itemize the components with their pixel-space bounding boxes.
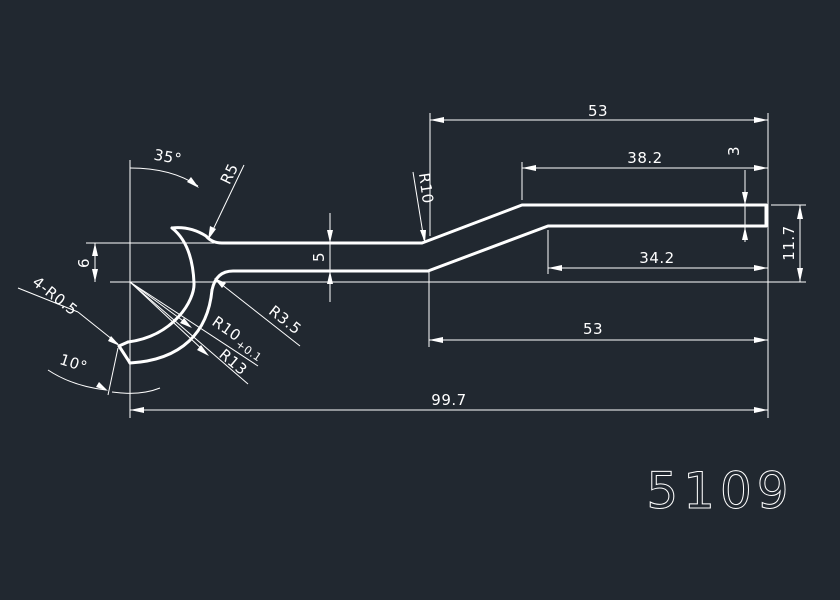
dimension-38-2 — [522, 165, 768, 171]
dim-r3-5-text: R3.5 — [265, 302, 305, 339]
profile-left-end — [117, 340, 132, 365]
leader-r10-upper — [412, 171, 426, 243]
dim-35-text: 35° — [152, 146, 183, 169]
dimension-99-7 — [130, 407, 768, 413]
dimension-6 — [92, 243, 98, 282]
dimension-5 — [327, 213, 333, 302]
part-number: 5109 — [646, 462, 793, 520]
dim-5-text: 5 — [310, 252, 328, 262]
dim-r10-upper-text: R10 — [415, 172, 437, 205]
dimension-3 — [742, 170, 748, 242]
dimension-11-7 — [797, 205, 803, 282]
profile-upper-edge — [170, 203, 768, 245]
dim-53-bottom-text: 53 — [583, 320, 603, 338]
leader-r5 — [208, 164, 245, 240]
leader-radials — [129, 281, 259, 385]
angle-35 — [129, 167, 199, 188]
dim-99-7-text: 99.7 — [431, 391, 466, 409]
profile-outer-arc — [128, 288, 214, 365]
dimension-53-bottom — [429, 337, 768, 343]
dim-r5-text: R5 — [217, 160, 242, 187]
dim-r0-5-text: 4-R0.5 — [29, 273, 81, 319]
dimension-34-2 — [548, 265, 768, 271]
dim-34-2-text: 34.2 — [639, 249, 674, 267]
leader-r3-5 — [214, 278, 301, 347]
profile-lower-edge — [210, 224, 768, 292]
dim-53-top-text: 53 — [588, 102, 608, 120]
dim-3-text: 3 — [725, 146, 743, 156]
dim-10-text: 10° — [57, 350, 89, 376]
dim-6-text: 6 — [75, 258, 93, 268]
angle-10 — [47, 347, 161, 396]
dim-11-7-text: 11.7 — [780, 225, 798, 260]
dim-38-2-text: 38.2 — [627, 149, 662, 167]
profile-inner-arc — [126, 226, 196, 344]
part-profile — [117, 203, 768, 365]
dimension-53-top — [430, 117, 768, 123]
leader-r0-5 — [17, 287, 120, 346]
